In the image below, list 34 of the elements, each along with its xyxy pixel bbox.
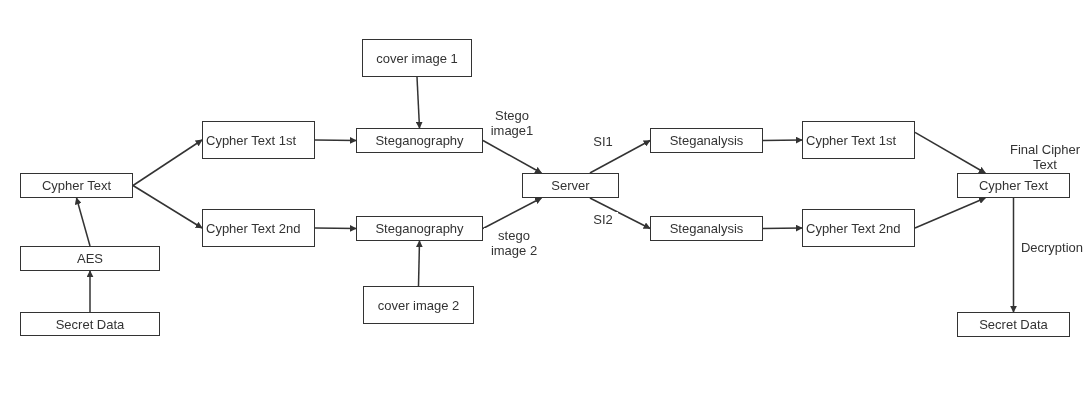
process-box: Steganography (356, 216, 483, 241)
process-box: Cypher Text 2nd (202, 209, 315, 247)
process-box: Steganalysis (650, 216, 763, 241)
arrow (914, 131, 986, 174)
arrow (415, 240, 423, 287)
process-box: Secret Data (20, 312, 160, 336)
process-box: Server (522, 173, 619, 198)
node-caption: Final Cipher Text (1008, 142, 1082, 172)
process-box: Cypher Text 2nd (802, 209, 915, 247)
process-box: Secret Data (957, 312, 1070, 337)
arrow (132, 184, 203, 229)
arrow (1010, 197, 1017, 313)
arrow (482, 139, 543, 174)
arrow (762, 224, 803, 232)
process-box: Cypher Text (957, 173, 1070, 198)
arrow (762, 136, 803, 144)
arrow (86, 270, 94, 313)
process-box: Steganography (356, 128, 483, 153)
process-box: Cypher Text (20, 173, 133, 198)
arrow (482, 197, 543, 230)
arrow (589, 197, 651, 230)
arrow (914, 197, 986, 229)
arrow (314, 136, 357, 144)
process-box: Cypher Text 1st (202, 121, 315, 159)
arrow (589, 139, 651, 174)
arrow (132, 139, 203, 187)
arrow (314, 224, 357, 232)
process-box: Steganalysis (650, 128, 763, 153)
arrow (74, 197, 91, 247)
process-box: AES (20, 246, 160, 271)
arrow (415, 76, 423, 129)
process-box: Cypher Text 1st (802, 121, 915, 159)
process-box: cover image 1 (362, 39, 472, 77)
process-box: cover image 2 (363, 286, 474, 324)
